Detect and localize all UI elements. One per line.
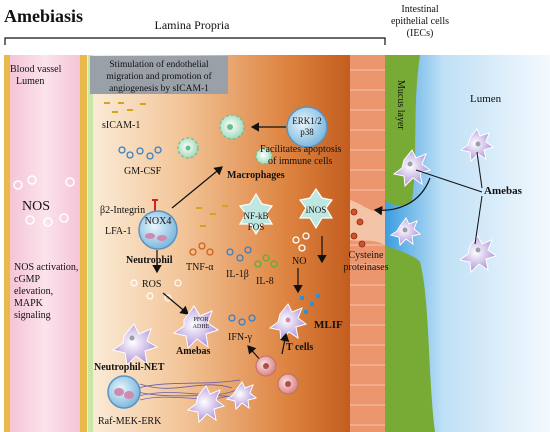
tcell-mlif-arrow xyxy=(279,332,290,355)
il8-label: IL-8 xyxy=(256,276,274,287)
callout-line-1: Stimulation of endothelial xyxy=(109,59,209,70)
ameba-mlif-nucleus xyxy=(285,317,291,323)
fos-label: FOS xyxy=(248,222,265,232)
no-molecules xyxy=(292,232,310,252)
sicam-molecules xyxy=(104,102,146,113)
iec-label-1: Intestinal xyxy=(401,4,438,15)
il8-molecules xyxy=(254,254,278,268)
lfa1-label: LFA-1 xyxy=(105,226,131,237)
cysteine-label-1: Cysteine xyxy=(349,250,385,261)
blood-vessel-region xyxy=(4,55,86,432)
nos-activation-3: elevation, xyxy=(14,286,53,297)
adhe-label: ADHE xyxy=(193,324,210,330)
epithelium-cells xyxy=(350,69,385,426)
nos-activation-1: NOS activation, xyxy=(14,262,78,273)
blood-vessel-label-1: Blood vassel xyxy=(10,64,62,75)
iec-label-3: (IECs) xyxy=(407,28,434,39)
mucus-layer-label: Mucus layer xyxy=(395,80,406,130)
apoptosis-label-2: of immune cells xyxy=(268,156,333,167)
cytokine-molecules xyxy=(196,205,228,227)
diagram-title: Amebiasis xyxy=(4,6,83,26)
ifng-molecules xyxy=(228,314,256,326)
erk-label: ERK1/2 xyxy=(292,116,322,126)
erk-p38-cell xyxy=(286,106,328,148)
epithelial-breach xyxy=(350,200,385,245)
ros-label: ROS xyxy=(142,279,161,290)
macrophage-inos xyxy=(298,187,334,230)
ameba-nuclei-lumen xyxy=(402,141,481,253)
blood-vessel-label-2: Lumen xyxy=(16,76,44,87)
epithelium-region xyxy=(350,55,385,432)
ros-molecules xyxy=(130,279,182,302)
net-fibers xyxy=(137,379,241,401)
ameba-pfor xyxy=(172,305,220,350)
amebas-left-label: Amebas xyxy=(176,346,211,357)
ameba-net-2 xyxy=(225,381,258,411)
amebas-pointer-lines xyxy=(415,151,483,245)
gmcsf-molecules xyxy=(118,146,162,160)
p38-label: p38 xyxy=(300,127,314,137)
b2-integrin-label: β2-Integrin xyxy=(100,205,145,216)
nos-activation-5: signaling xyxy=(14,310,51,321)
nos-molecules xyxy=(13,175,75,227)
apoptotic-cells xyxy=(177,114,273,165)
callout-line-3: angiogenesis by sICAM-1 xyxy=(109,84,209,94)
integrin-receptor xyxy=(152,199,158,212)
amebas-right-label: Amebas xyxy=(484,185,523,197)
neutrophil-cell xyxy=(138,210,178,250)
vessel-wall-right xyxy=(80,55,87,432)
mlif-molecules xyxy=(300,294,320,314)
callout-line-2: migration and promotion of xyxy=(106,71,212,82)
iec-label-2: epithelial cells xyxy=(391,16,449,27)
lumen-label: Lumen xyxy=(470,93,502,105)
tnf-molecules xyxy=(189,242,214,256)
apoptosis-label-1: Facilitates apoptosis xyxy=(260,144,341,155)
macrophage-nfkb xyxy=(238,192,274,236)
lamina-propria-label: Lamina Propria xyxy=(155,18,231,32)
ros-arrow xyxy=(162,292,189,315)
net-label: Neutrophil-NET xyxy=(94,362,165,373)
ifng-label: IFN-γ xyxy=(228,332,252,343)
nox4-label: NOX4 xyxy=(145,216,172,227)
nfkb-label: NF-kB xyxy=(243,211,268,221)
sicam-label: sICAM-1 xyxy=(102,120,140,131)
raf-mek-erk-label: Raf-MEK-ERK xyxy=(98,416,162,427)
il1b-label: IL-1β xyxy=(226,269,249,280)
macrophages-label: Macrophages xyxy=(227,170,285,181)
cysteine-proteinase-molecules xyxy=(350,208,366,248)
il1b-molecules xyxy=(226,246,252,262)
vessel-wall-left xyxy=(4,55,10,432)
gmcsf-label: GM-CSF xyxy=(124,166,162,177)
mucus-layer-lower xyxy=(385,245,435,432)
nos-label: NOS xyxy=(22,199,50,214)
inos-label: iNOS xyxy=(306,205,327,215)
ameba-left xyxy=(111,323,159,367)
lamina-bracket xyxy=(4,37,386,45)
nos-activation-4: MAPK xyxy=(14,298,44,309)
callout-box xyxy=(90,56,228,94)
nos-activation-2: cGMP xyxy=(14,274,41,285)
cysteine-label-2: proteinases xyxy=(344,262,389,273)
tnf-label: TNF-α xyxy=(186,262,214,273)
mlif-label: MLIF xyxy=(314,319,343,331)
neutrophil-label: Neutrophil xyxy=(126,255,173,266)
invasion-arrow xyxy=(373,177,431,216)
neutrophil-apoptosis-arrow xyxy=(171,166,223,209)
ameba-net xyxy=(186,385,226,424)
tcells-label: T cells xyxy=(286,342,313,353)
vessel-endothelium xyxy=(88,55,93,432)
pfor-label: PFOR xyxy=(193,317,208,323)
no-label: NO xyxy=(292,256,306,267)
